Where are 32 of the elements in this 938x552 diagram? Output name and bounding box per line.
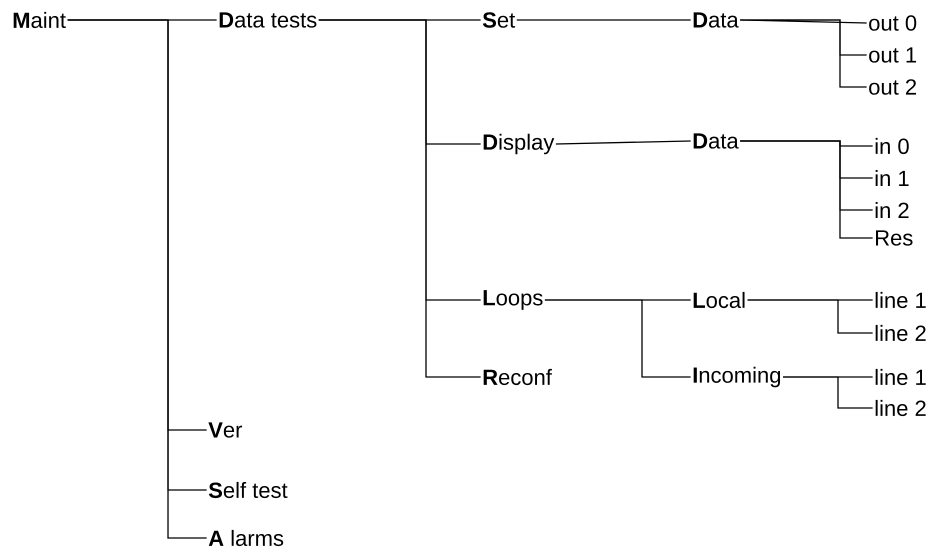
menu-label: Maint bbox=[14, 12, 66, 28]
tree-connector bbox=[556, 140, 691, 145]
menu-label: in 2 bbox=[876, 202, 909, 218]
menu-label: out 0 bbox=[869, 15, 916, 31]
menu-label: line 1 bbox=[876, 292, 926, 308]
tree-connector bbox=[544, 299, 691, 378]
menu-label: Data bbox=[694, 133, 739, 149]
menu-label: Self test bbox=[208, 482, 288, 498]
tree-connector bbox=[318, 19, 481, 378]
menu-label: out 2 bbox=[869, 79, 916, 95]
tree-connector bbox=[740, 19, 867, 88]
menu-label: out 1 bbox=[869, 47, 916, 63]
menu-label: in 1 bbox=[876, 170, 909, 186]
menu-label: Incoming bbox=[694, 366, 780, 388]
menu-label: Ver bbox=[208, 422, 242, 438]
menu-label: Local bbox=[694, 292, 745, 308]
menu-label: Display bbox=[484, 134, 554, 154]
menu-label: Res bbox=[876, 230, 913, 246]
menu-label: in 0 bbox=[876, 138, 909, 154]
tree-connector bbox=[748, 299, 873, 334]
tree-connector bbox=[740, 140, 873, 239]
menu-label: Loops bbox=[484, 290, 543, 310]
menu-label: A larms bbox=[208, 530, 284, 546]
menu-label: Data bbox=[694, 12, 739, 28]
menu-label: line 1 bbox=[876, 368, 926, 386]
menu-label: Reconf bbox=[484, 368, 552, 386]
tree-connector bbox=[783, 376, 873, 409]
menu-label: line 2 bbox=[876, 324, 926, 342]
menu-label: Data tests bbox=[220, 12, 316, 28]
tree-connector bbox=[516, 19, 691, 21]
menu-label: line 2 bbox=[876, 400, 926, 416]
menu-label: Set bbox=[482, 12, 516, 28]
